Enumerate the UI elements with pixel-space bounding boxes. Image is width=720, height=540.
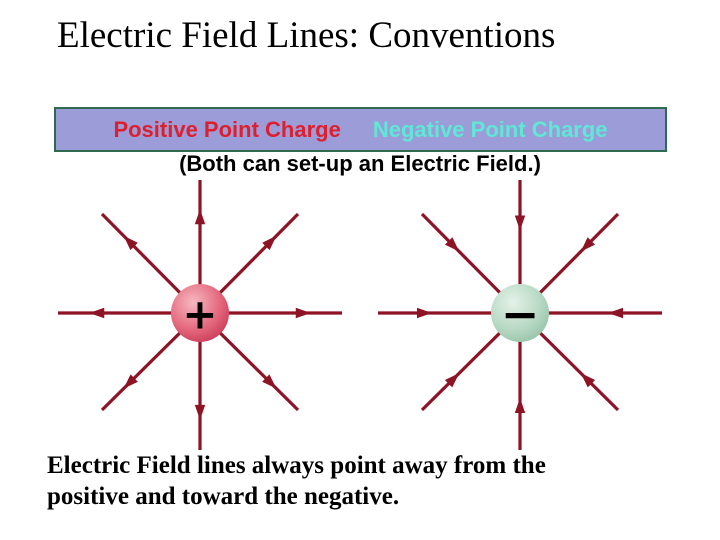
negative-charge-label: Negative Point Charge [372, 116, 608, 142]
bottom-caption: Electric Field lines always point away f… [47, 450, 687, 512]
negative-charge-field-diagram: − [378, 180, 662, 450]
positive-charge-field-diagram: + [58, 180, 342, 450]
caption-line-2: positive and toward the negative. [47, 483, 400, 510]
plus-symbol: + [182, 290, 217, 339]
caption-line-1: Electric Field lines always point away f… [47, 452, 546, 479]
positive-charge-sphere [171, 284, 229, 342]
slide-title: Electric Field Lines: Conventions [57, 15, 556, 56]
subtitle-text: (Both can set-up an Electric Field.) [179, 151, 541, 176]
positive-charge-label: Positive Point Charge [113, 116, 341, 142]
negative-charge-sphere [491, 284, 549, 342]
charge-labels-box: Positive Point Charge Negative Point Cha… [54, 107, 667, 152]
minus-symbol: − [501, 287, 540, 341]
